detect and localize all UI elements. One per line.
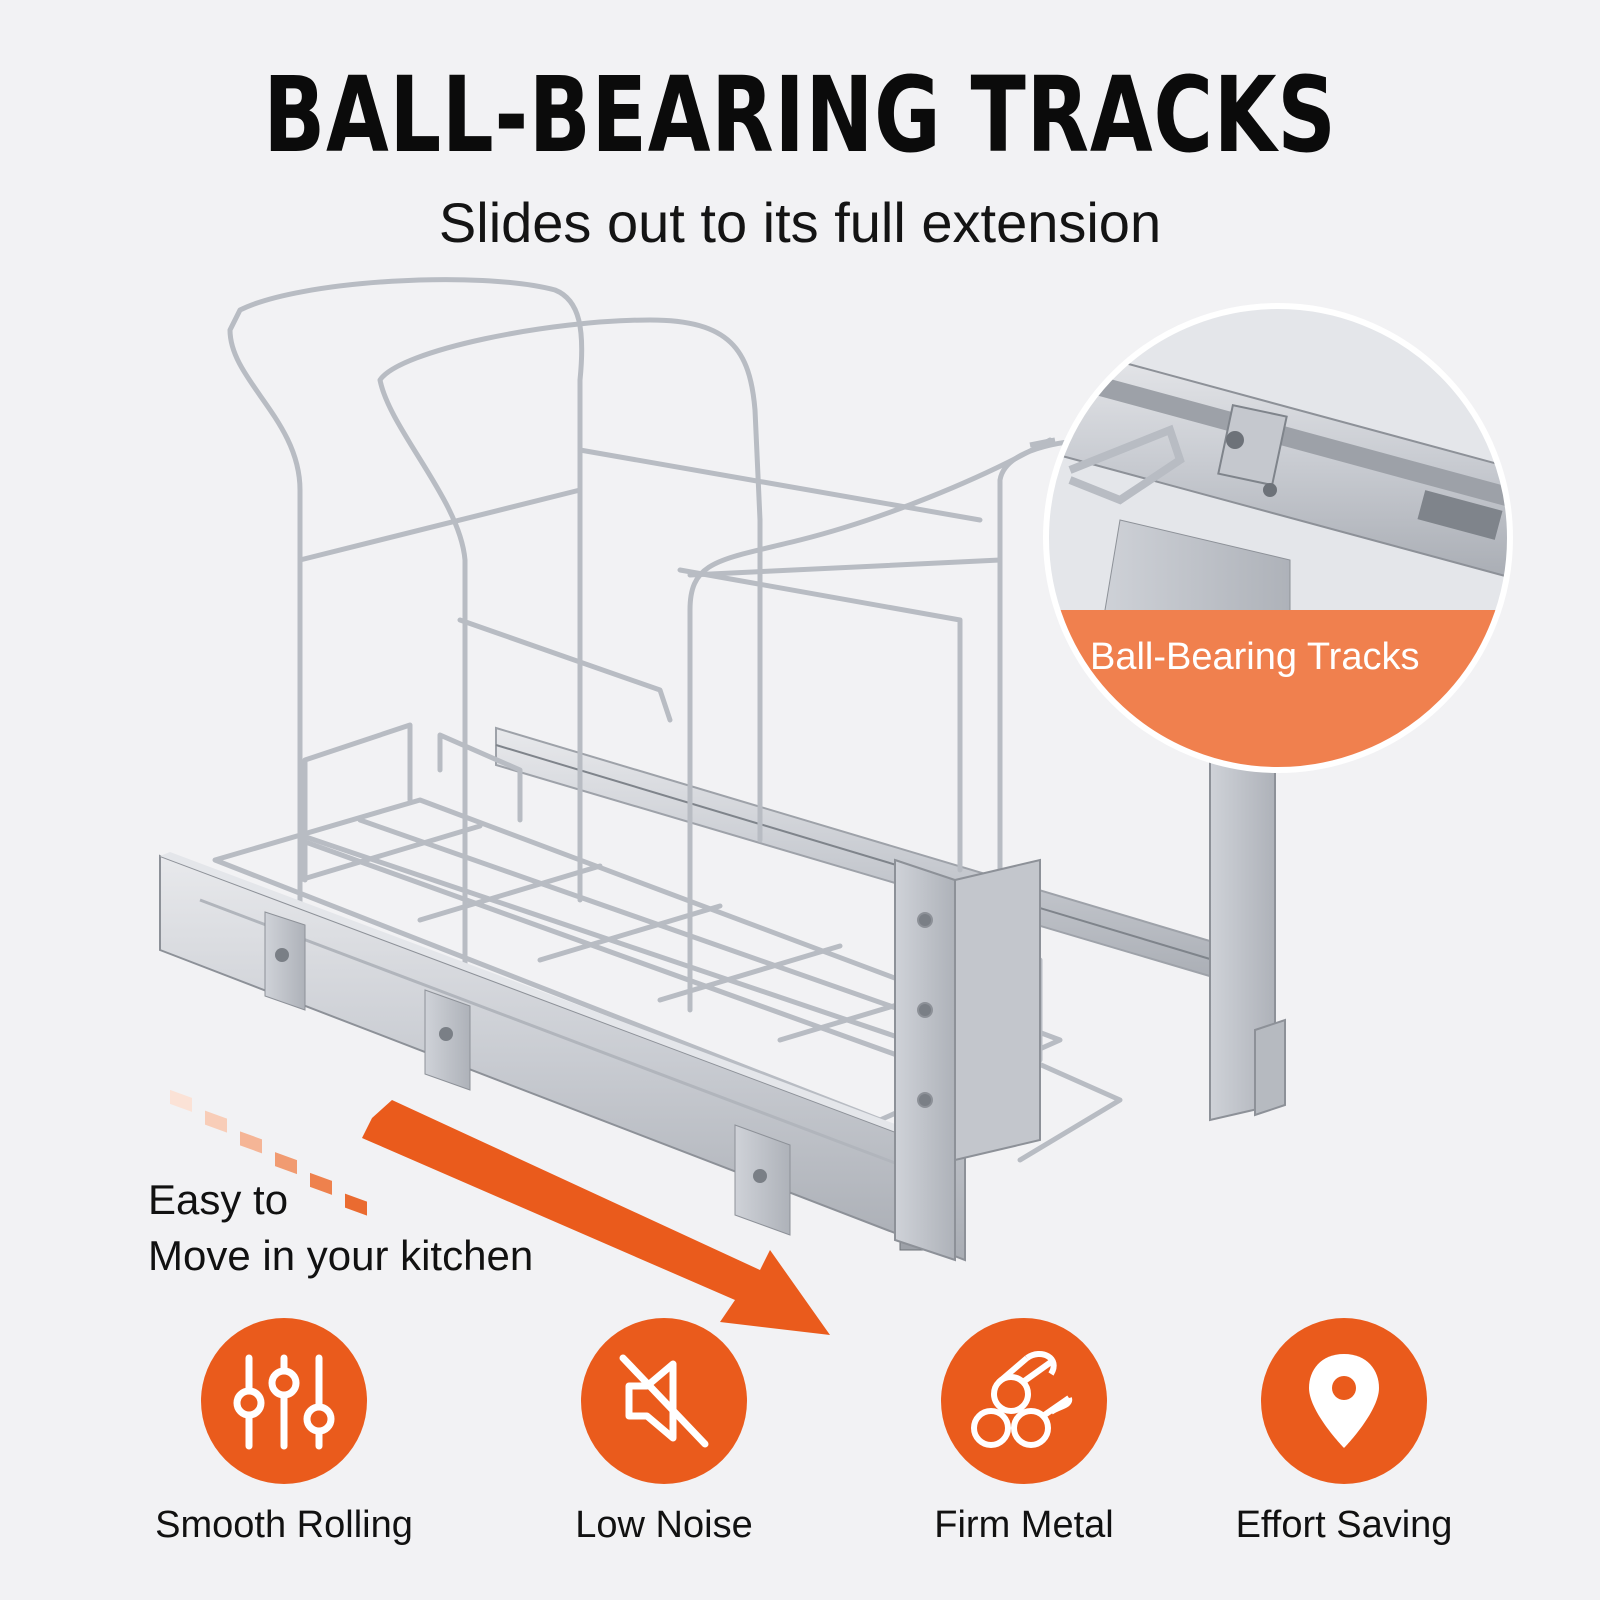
direction-arrow — [362, 1100, 830, 1335]
feature-badge — [581, 1318, 747, 1484]
location-pin-icon — [1309, 1354, 1379, 1448]
feature-firm-metal: Firm Metal — [864, 1318, 1184, 1547]
back-rail — [495, 726, 1241, 987]
back-bracket — [1209, 743, 1286, 1122]
front-bracket — [894, 858, 1041, 1262]
zoom-label: Ball-Bearing Tracks — [1090, 636, 1420, 678]
feature-low-noise: Low Noise — [504, 1318, 824, 1547]
metal-rods-icon — [971, 1351, 1073, 1448]
feature-badge — [1261, 1318, 1427, 1484]
feature-badge — [201, 1318, 367, 1484]
feature-label: Smooth Rolling — [155, 1504, 413, 1546]
sliders-icon — [233, 1354, 335, 1450]
front-rail — [159, 852, 975, 1262]
zoom-circle — [1029, 303, 1513, 773]
motion-trail — [170, 1089, 367, 1216]
feature-effort-saving: Effort Saving — [1184, 1318, 1504, 1547]
feature-badge — [941, 1318, 1107, 1484]
subheadline: Slides out to its full extension — [438, 191, 1162, 254]
feature-smooth-rolling: Smooth Rolling — [124, 1318, 444, 1547]
feature-label: Firm Metal — [934, 1504, 1114, 1546]
headline: BALL-BEARING TRACKS — [263, 54, 1337, 176]
move-text-line-2: Move in your kitchen — [148, 1232, 534, 1279]
move-text: Easy to Move in your kitchen — [148, 1172, 668, 1284]
mute-icon — [619, 1354, 709, 1448]
move-text-line-1: Easy to — [148, 1176, 289, 1223]
feature-label: Low Noise — [575, 1504, 753, 1546]
feature-label: Effort Saving — [1235, 1504, 1453, 1546]
